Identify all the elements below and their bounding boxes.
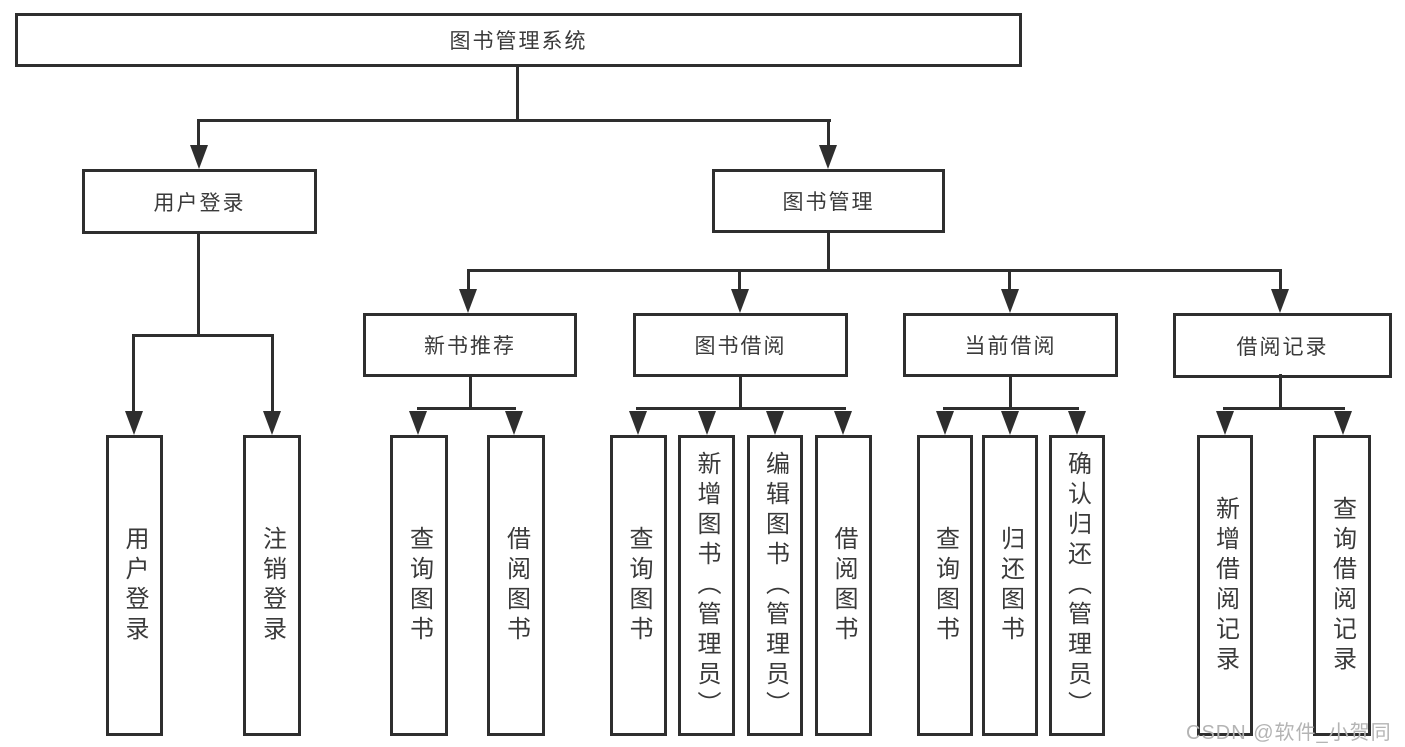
leaf-query-borrow-record: 查询借阅记录: [1313, 435, 1371, 736]
node-current-borrow: 当前借阅: [903, 313, 1118, 377]
arrowhead-icon: [1271, 289, 1289, 313]
arrowhead-icon: [125, 411, 143, 435]
arrowhead-icon: [1001, 411, 1019, 435]
leaf-edit-book-admin: 编辑图书（管理员）: [747, 435, 803, 736]
leaf-confirm-return-admin: 确认归还（管理员）: [1049, 435, 1105, 736]
arrowhead-icon: [190, 145, 208, 169]
connector-cb-stem: [1009, 374, 1012, 410]
connector-nb-stem: [469, 374, 472, 410]
connector-ul-leaf2-drop: [271, 334, 274, 414]
connector-ul-leaf1-drop: [132, 334, 135, 414]
connector-root-stem: [516, 66, 519, 122]
connector-book-mgmt-stem: [827, 230, 830, 272]
connector-bb-rail: [636, 407, 846, 410]
arrowhead-icon: [698, 411, 716, 435]
node-borrow-records: 借阅记录: [1173, 313, 1392, 378]
node-root: 图书管理系统: [15, 13, 1022, 67]
leaf-add-book-admin: 新增图书（管理员）: [678, 435, 735, 736]
connector-user-login-drop: [197, 119, 200, 149]
connector-user-login-stem: [197, 231, 200, 337]
leaf-user-login: 用户登录: [106, 435, 163, 736]
connector-nb-rail: [417, 407, 516, 410]
arrowhead-icon: [629, 411, 647, 435]
connector-br-stem: [1279, 374, 1282, 410]
arrowhead-icon: [1001, 289, 1019, 313]
arrowhead-icon: [505, 411, 523, 435]
arrowhead-icon: [1068, 411, 1086, 435]
leaf-query-books-current: 查询图书: [917, 435, 973, 736]
connector-bb-stem: [739, 374, 742, 410]
connector-l3-drop-2: [738, 269, 741, 293]
connector-level2-rail: [197, 119, 831, 122]
leaf-add-borrow-record: 新增借阅记录: [1197, 435, 1253, 736]
connector-cb-rail: [943, 407, 1079, 410]
leaf-return-book: 归还图书: [982, 435, 1038, 736]
leaf-logout: 注销登录: [243, 435, 301, 736]
leaf-borrow-books: 借阅图书: [815, 435, 872, 736]
connector-level3-rail: [467, 269, 1282, 272]
node-book-borrow: 图书借阅: [633, 313, 848, 377]
connector-user-login-rail: [132, 334, 274, 337]
connector-l3-drop-4: [1279, 269, 1282, 293]
arrowhead-icon: [1216, 411, 1234, 435]
arrowhead-icon: [819, 145, 837, 169]
csdn-watermark: CSDN @软件_小贺同学: [1186, 722, 1392, 744]
connector-book-mgmt-drop: [827, 119, 830, 149]
leaf-borrow-books-recommend: 借阅图书: [487, 435, 545, 736]
arrowhead-icon: [409, 411, 427, 435]
arrowhead-icon: [1334, 411, 1352, 435]
node-user-login: 用户登录: [82, 169, 317, 234]
leaf-query-books-borrow: 查询图书: [610, 435, 667, 736]
arrowhead-icon: [459, 289, 477, 313]
connector-br-rail: [1223, 407, 1345, 410]
arrowhead-icon: [766, 411, 784, 435]
arrowhead-icon: [263, 411, 281, 435]
connector-l3-drop-1: [467, 269, 470, 293]
connector-l3-drop-3: [1008, 269, 1011, 293]
leaf-query-books-recommend: 查询图书: [390, 435, 448, 736]
arrowhead-icon: [834, 411, 852, 435]
node-new-book-recommend: 新书推荐: [363, 313, 577, 377]
arrowhead-icon: [936, 411, 954, 435]
arrowhead-icon: [731, 289, 749, 313]
node-book-management: 图书管理: [712, 169, 945, 233]
